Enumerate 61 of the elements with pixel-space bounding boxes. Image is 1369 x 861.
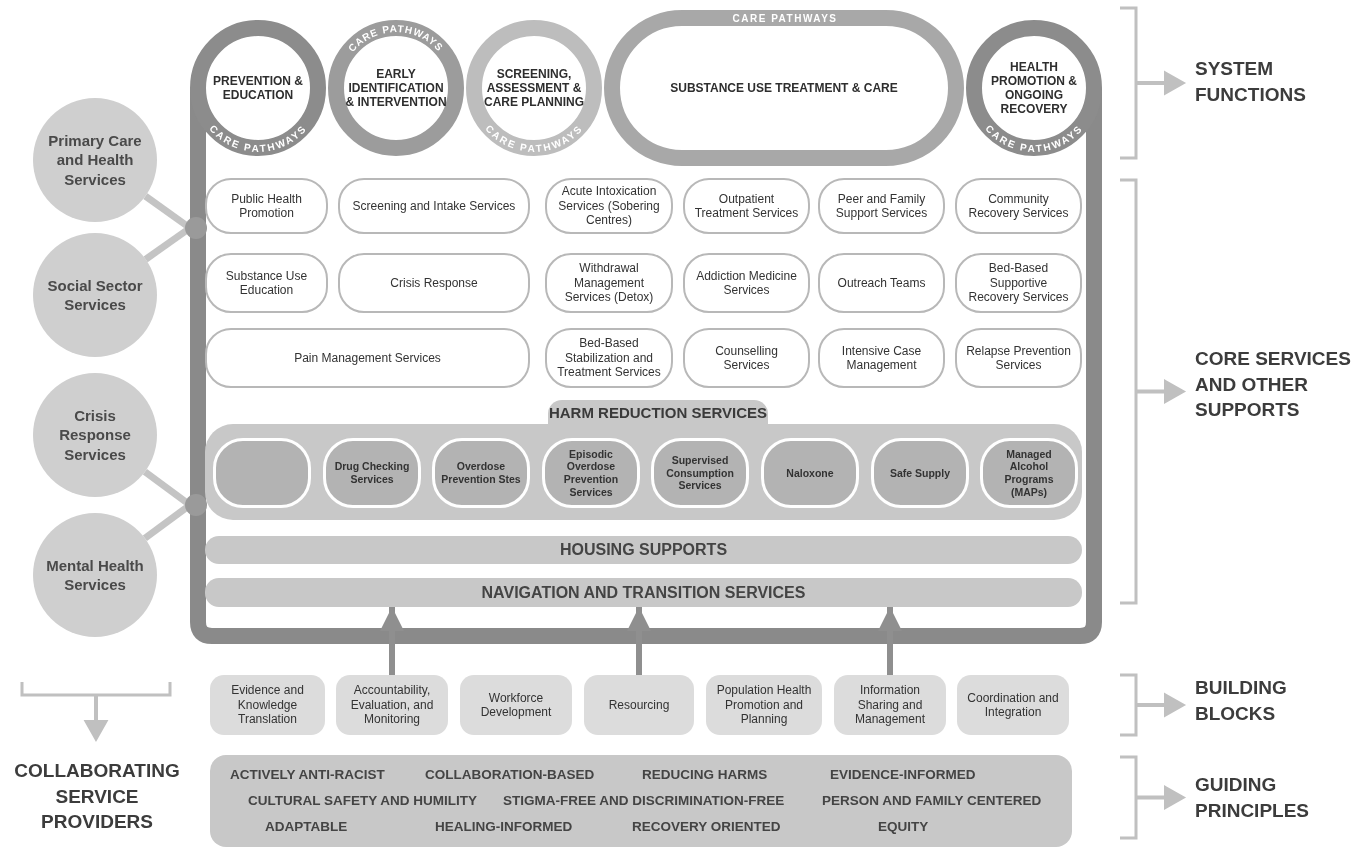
service-pill: Bed-Based Stabilization and Treatment Services	[545, 328, 673, 388]
service-pill: Outreach Teams	[818, 253, 945, 313]
harm-reduction-pill	[213, 438, 311, 508]
ring-label: CARE PATHWAYS	[732, 12, 838, 24]
harm-reduction-pill: Supervised Consumption Services	[651, 438, 749, 508]
principle-text: EVIDENCE-INFORMED	[830, 767, 976, 782]
harm-reduction-panel	[205, 400, 1082, 520]
panel-heading: HARM REDUCTION SERVICES	[548, 404, 768, 421]
principle-text: ADAPTABLE	[265, 819, 348, 834]
building-block-tile: Population Health Promotion and Planning	[706, 675, 822, 735]
provider-circle: Mental Health Services	[33, 513, 157, 637]
harm-reduction-pill: Managed Alcohol Programs (MAPs)	[980, 438, 1078, 508]
service-pill: Withdrawal Management Services (Detox)	[545, 253, 673, 313]
principle-text: STIGMA-FREE AND DISCRIMINATION-FREE	[503, 793, 785, 808]
service-pill: Acute Intoxication Services (Sobering Centres)	[545, 178, 673, 234]
section-label: SYSTEM FUNCTIONS	[1195, 57, 1307, 107]
principle-text: REDUCING HARMS	[642, 767, 768, 782]
harm-reduction-pill: Overdose Prevention Stes	[432, 438, 530, 508]
harm-reduction-pill: Episodic Overdose Prevention Services	[542, 438, 640, 508]
principle-text: CULTURAL SAFETY AND HUMILITY	[248, 793, 477, 808]
building-block-tile: Workforce Development	[460, 675, 572, 735]
harm-reduction-pill: Safe Supply	[871, 438, 969, 508]
service-band: NAVIGATION AND TRANSITION SERVICES	[205, 578, 1082, 607]
service-pill: Community Recovery Services	[955, 178, 1082, 234]
service-pill: Bed-Based Supportive Recovery Services	[955, 253, 1082, 313]
provider-circle: Crisis Response Services	[33, 373, 157, 497]
service-band: HOUSING SUPPORTS	[205, 536, 1082, 564]
service-pill: Outpatient Treatment Services	[683, 178, 810, 234]
service-pill: Relapse Prevention Services	[955, 328, 1082, 388]
service-pill: Screening and Intake Services	[338, 178, 530, 234]
arrow	[380, 607, 404, 675]
arrow	[627, 607, 651, 675]
service-pill: Pain Management Services	[205, 328, 530, 388]
principle-text: ACTIVELY ANTI-RACIST	[230, 767, 385, 782]
service-pill: Crisis Response	[338, 253, 530, 313]
principle-text: HEALING-INFORMED	[435, 819, 573, 834]
principle-text: EQUITY	[878, 819, 929, 834]
arrow	[878, 607, 902, 675]
section-label: GUIDING PRINCIPLES	[1195, 773, 1311, 823]
building-block-tile: Resourcing	[584, 675, 694, 735]
principles-panel	[210, 755, 1072, 847]
principle-text: RECOVERY ORIENTED	[632, 819, 781, 834]
building-block-tile: Accountability, Evaluation, and Monitoring	[336, 675, 448, 735]
section-label: COLLABORATING SERVICE PROVIDERS	[13, 759, 181, 835]
provider-circle: Social Sector Services	[33, 233, 157, 357]
service-pill: Counselling Services	[683, 328, 810, 388]
service-pill: Public Health Promotion	[205, 178, 328, 234]
service-pill: Peer and Family Support Services	[818, 178, 945, 234]
building-block-tile: Coordination and Integration	[957, 675, 1069, 735]
section-label: BUILDING BLOCKS	[1195, 676, 1288, 726]
principle-text: PERSON AND FAMILY CENTERED	[822, 793, 1042, 808]
service-pill: Substance Use Education	[205, 253, 328, 313]
building-block-tile: Evidence and Knowledge Translation	[210, 675, 325, 735]
provider-circle: Primary Care and Health Services	[33, 98, 157, 222]
harm-reduction-pill: Naloxone	[761, 438, 859, 508]
service-pill: Intensive Case Management	[818, 328, 945, 388]
building-block-tile: Information Sharing and Management	[834, 675, 946, 735]
harm-reduction-pill: Drug Checking Services	[323, 438, 421, 508]
service-pill: Addiction Medicine Services	[683, 253, 810, 313]
section-label: CORE SERVICES AND OTHER SUPPORTS	[1195, 347, 1352, 423]
principle-text: COLLABORATION-BASED	[425, 767, 595, 782]
